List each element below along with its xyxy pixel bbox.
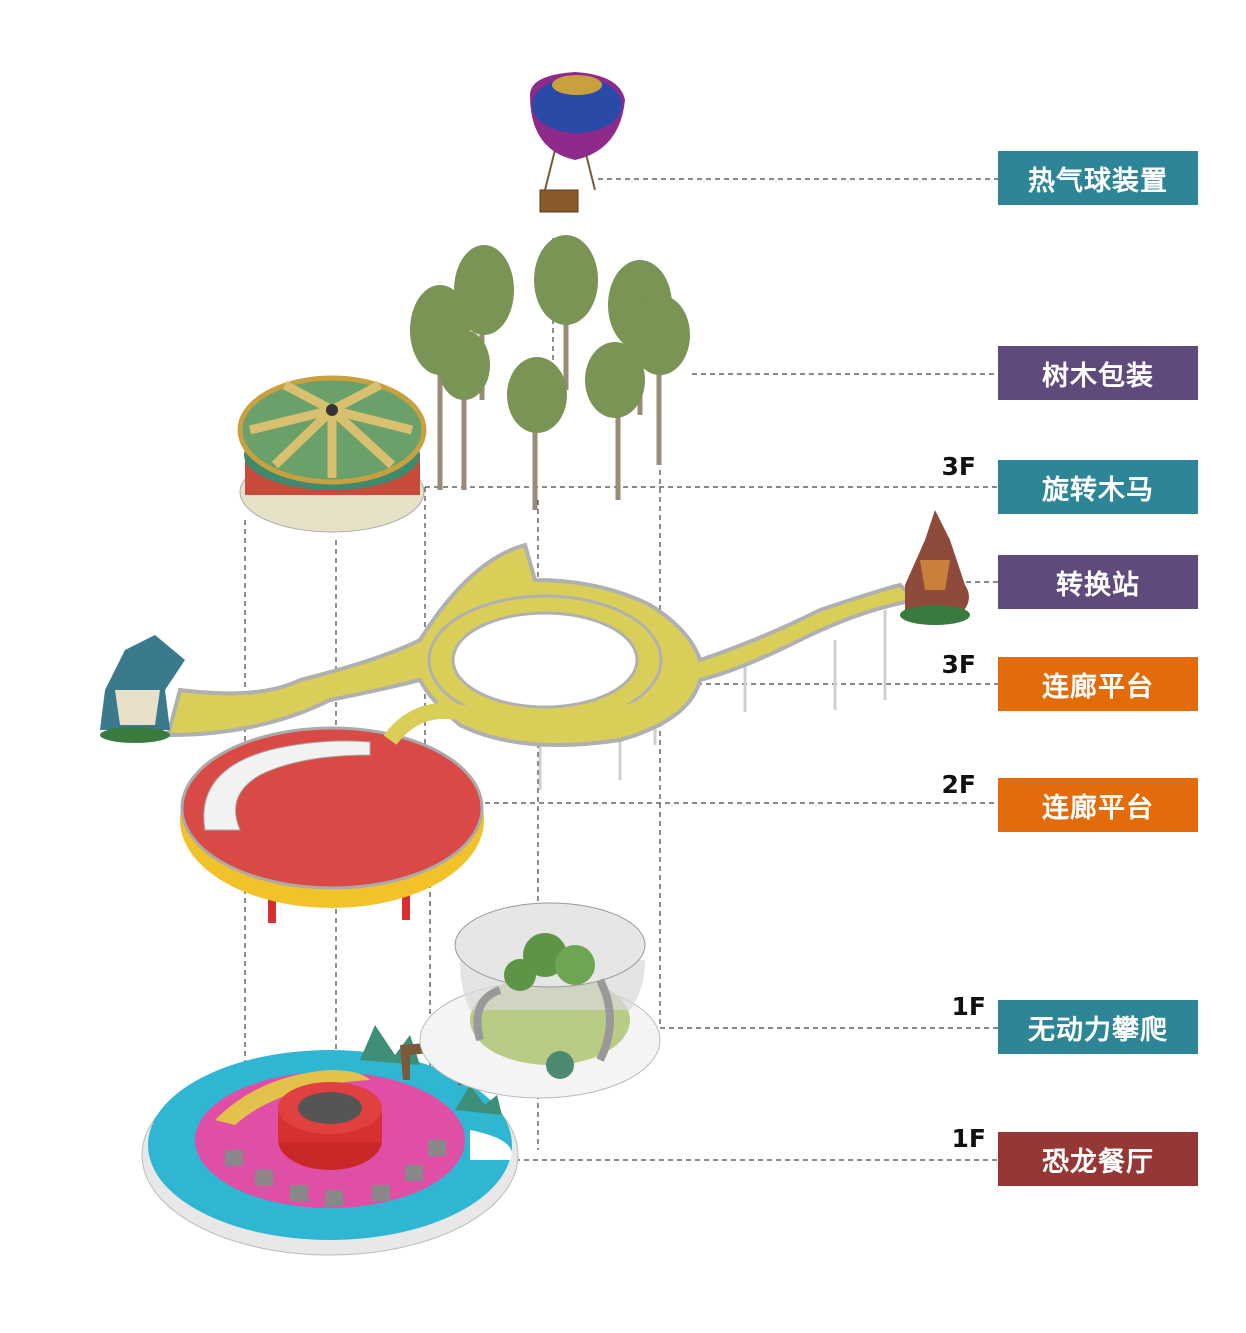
floor-tag-climbing: 1F (951, 992, 986, 1021)
label-trees: 树木包装 (998, 346, 1198, 400)
climbing-dome (419, 902, 661, 1099)
trees (410, 235, 690, 510)
label-restaurant: 恐龙餐厅 (998, 1132, 1198, 1186)
hot-air-balloon (530, 72, 625, 213)
label-walkway-2f: 连廊平台 (998, 778, 1198, 832)
station-houses (100, 510, 970, 743)
carousel (237, 375, 427, 533)
restaurant-plaza (141, 1025, 519, 1256)
label-balloon: 热气球装置 (998, 151, 1198, 205)
floor-tag-walkway2: 2F (941, 770, 976, 799)
platform-2f (180, 726, 484, 923)
label-station: 转换站 (998, 555, 1198, 609)
label-walkway-3f: 连廊平台 (998, 657, 1198, 711)
label-climbing: 无动力攀爬 (998, 1000, 1198, 1054)
floor-tag-carousel: 3F (941, 452, 976, 481)
floor-tag-restaurant: 1F (951, 1124, 986, 1153)
floor-tag-walkway3: 3F (941, 650, 976, 679)
walkway-3f (165, 542, 920, 790)
label-carousel: 旋转木马 (998, 460, 1198, 514)
